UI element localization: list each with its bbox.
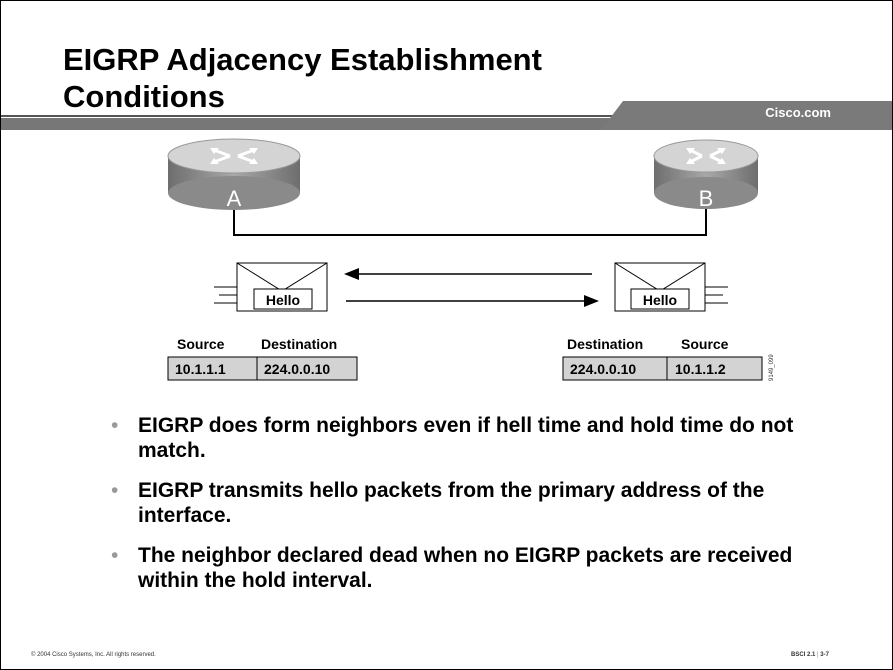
hello-label-right: Hello bbox=[643, 292, 677, 308]
slide-title-line2: Conditions bbox=[63, 79, 225, 114]
router-a-icon[interactable] bbox=[167, 138, 301, 210]
header-rule bbox=[1, 115, 892, 117]
router-b-label: B bbox=[699, 186, 714, 211]
left-header-destination: Destination bbox=[261, 336, 337, 352]
bullet-text: EIGRP does form neighbors even if hell t… bbox=[138, 414, 794, 462]
right-header-destination: Destination bbox=[567, 336, 643, 352]
hello-label-left: Hello bbox=[266, 292, 300, 308]
left-header-source: Source bbox=[177, 336, 225, 352]
hello-envelope-left-icon bbox=[214, 262, 328, 312]
brand-tab bbox=[601, 101, 892, 130]
bullet-text: EIGRP transmits hello packets from the p… bbox=[138, 479, 765, 527]
right-address-table bbox=[562, 356, 763, 381]
right-destination-ip: 224.0.0.10 bbox=[570, 361, 636, 377]
figure-id: 9149_099 bbox=[769, 354, 775, 381]
brand-link[interactable]: Cisco.com bbox=[765, 105, 831, 120]
slide-title: EIGRP Adjacency Establishment Conditions bbox=[63, 41, 763, 115]
footer-course: BSCI 2.1 bbox=[791, 652, 816, 658]
bullet-dot-icon: • bbox=[111, 479, 119, 502]
bullet-dot-icon: • bbox=[111, 544, 119, 567]
bullet-list: • EIGRP does form neighbors even if hell… bbox=[111, 413, 831, 608]
bullet-dot-icon: • bbox=[111, 414, 119, 437]
arrow-left bbox=[344, 268, 592, 280]
slide-title-line1: EIGRP Adjacency Establishment bbox=[63, 42, 542, 77]
hello-envelope-right-icon bbox=[614, 262, 728, 312]
left-destination-ip: 224.0.0.10 bbox=[264, 361, 330, 377]
arrow-right bbox=[346, 295, 599, 307]
right-source-ip: 10.1.1.2 bbox=[675, 361, 726, 377]
bullet-item: • EIGRP does form neighbors even if hell… bbox=[111, 413, 831, 463]
footer-course-page: BSCI 2.1 | 3-7 bbox=[791, 652, 829, 658]
router-b-icon[interactable] bbox=[653, 139, 759, 209]
footer-page: 3-7 bbox=[820, 652, 829, 658]
left-address-table bbox=[167, 356, 358, 381]
bullet-item: • The neighbor declared dead when no EIG… bbox=[111, 543, 831, 593]
left-source-ip: 10.1.1.1 bbox=[175, 361, 226, 377]
bullet-text: The neighbor declared dead when no EIGRP… bbox=[138, 544, 793, 592]
right-header-source: Source bbox=[681, 336, 729, 352]
footer-separator: | bbox=[817, 652, 821, 658]
router-a-label: A bbox=[227, 186, 242, 211]
bullet-item: • EIGRP transmits hello packets from the… bbox=[111, 478, 831, 528]
footer-copyright: © 2004 Cisco Systems, Inc. All rights re… bbox=[31, 652, 156, 658]
network-diagram: A B bbox=[167, 138, 775, 381]
